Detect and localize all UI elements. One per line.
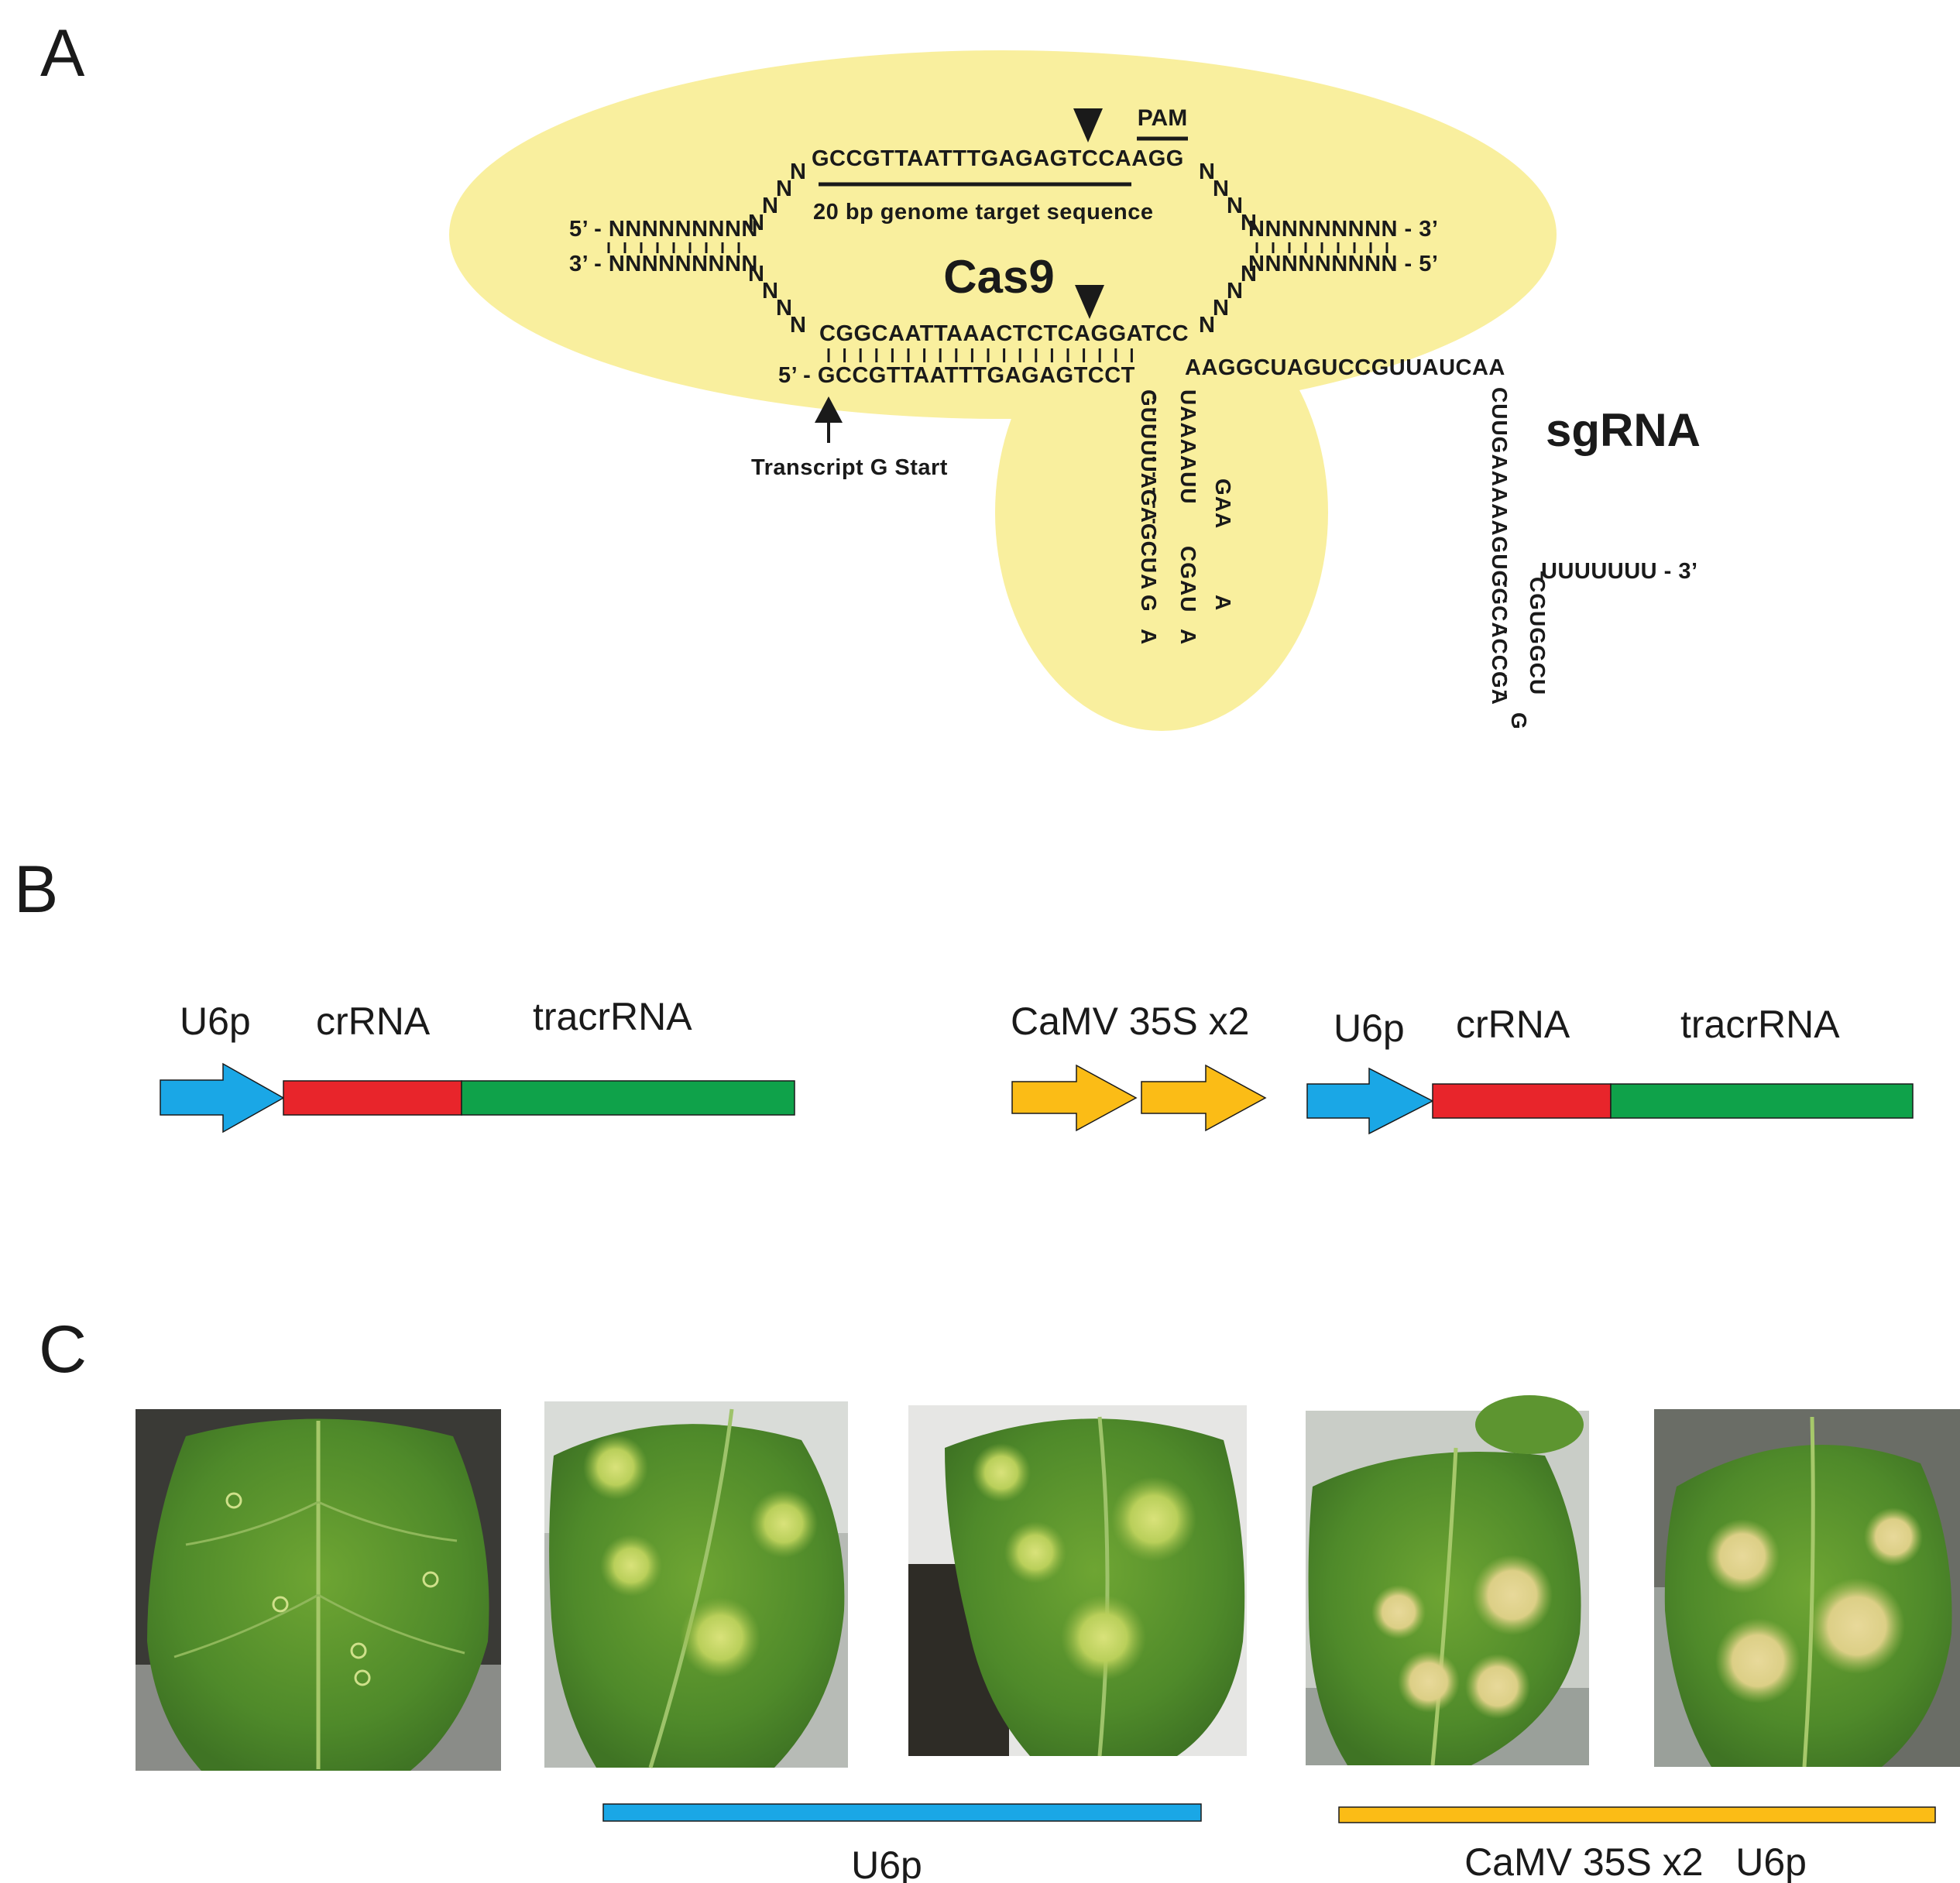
cas9-lobe: [995, 294, 1328, 731]
camv-promoter-arrow-2: [1141, 1064, 1267, 1132]
camv-u6p-group-label: CaMV 35S x2 U6p: [1464, 1840, 1807, 1883]
svg-text:N: N: [762, 194, 778, 218]
u6p-promoter-arrow-right: [1306, 1067, 1434, 1135]
panel-c: C: [39, 1312, 1960, 1883]
svg-text:N: N: [1199, 159, 1215, 184]
panel-b: B U6p crRNA tracrRNA CaMV 35S x2 U6p crR…: [14, 852, 1914, 1135]
tracrrna-segment-right: [1610, 1083, 1914, 1119]
leaf-photo-4: [1306, 1395, 1589, 1766]
svg-text:N: N: [790, 159, 806, 184]
transcript-start-label: Transcript G Start: [751, 455, 948, 480]
camv-label: CaMV 35S x2: [1011, 1000, 1249, 1043]
crrna-segment-left: [283, 1080, 462, 1116]
panel-b-label: B: [14, 852, 58, 927]
right-flank-pairing: [1255, 242, 1388, 253]
anti-repeat-right-b: CGAU: [1176, 546, 1200, 612]
poly-u-tail: UUUUUUU - 3’: [1541, 559, 1698, 584]
svg-text:N: N: [762, 279, 778, 304]
svg-text:N: N: [1241, 211, 1257, 235]
transcript-start-arrow: [815, 396, 843, 443]
right-flank-bottom: NNNNNNNNN - 5’: [1248, 252, 1438, 276]
u6p-group-label: U6p: [851, 1844, 922, 1883]
terminal-hairpin-g: G: [1507, 712, 1531, 730]
right-flank-top: NNNNNNNNN - 3’: [1248, 217, 1438, 242]
construct-u6p: U6p crRNA tracrRNA: [160, 995, 795, 1134]
u6p-promoter-arrow-left: [160, 1062, 285, 1134]
svg-text:N: N: [748, 262, 764, 286]
leaf-photo-5: [1654, 1409, 1960, 1768]
loop-a3: A: [1176, 629, 1200, 645]
anti-repeat-left: GUUUUAGAGCUA: [1137, 389, 1161, 590]
cut-site-arrow-top: [1073, 108, 1103, 142]
n-linker-right-bottom: N N N N: [1199, 262, 1257, 338]
tracrrna-label-left: tracrRNA: [533, 995, 692, 1038]
leaf-photo-1: [136, 1409, 501, 1771]
construct-camv-u6p: CaMV 35S x2 U6p crRNA tracrRNA: [1011, 1000, 1914, 1135]
crrna-label-left: crRNA: [316, 1000, 431, 1043]
left-flank-bottom: 3’ - NNNNNNNNN: [569, 252, 758, 276]
linker-sequence: CUUGAAAAAGUGGCACCGA: [1488, 387, 1512, 705]
guide-pairing: [827, 348, 1133, 362]
camv-u6p-group-bar: [1338, 1806, 1936, 1823]
tracrrna-label-right: tracrRNA: [1680, 1003, 1840, 1046]
loop-g: G: [1137, 595, 1161, 612]
cas9-body: [449, 50, 1557, 419]
anti-repeat-right-a: UAAAAUU: [1176, 389, 1200, 505]
left-flank-pairing: [607, 242, 740, 253]
svg-text:N: N: [1213, 296, 1229, 321]
n-linker-right-top: N N N N: [1199, 159, 1257, 235]
svg-text:N: N: [776, 177, 792, 201]
svg-text:N: N: [748, 211, 764, 235]
top-strand-sequence: GCCGTTAATTTGAGAGTCCAAGG: [812, 146, 1184, 171]
u6p-label-left: U6p: [180, 1000, 251, 1043]
repeat-stem-sequence: AAGGCUAGUCCGUUAUCAA: [1185, 355, 1505, 380]
crrna-label-right: crRNA: [1456, 1003, 1570, 1046]
panel-a: A GCCGTTAATTTGAGAGTCCAAGG PAM 20 bp geno…: [40, 16, 1701, 731]
svg-text:N: N: [776, 296, 792, 321]
n-linker-left-top: N N N N: [748, 159, 806, 235]
guide-strand-sequence: 5’ - GCCGTTAATTTGAGAGTCCT: [778, 363, 1135, 388]
terminal-hairpin-left: CGUGGCU: [1526, 577, 1550, 695]
loop-a2: A: [1211, 595, 1235, 611]
cas9-protein-shape: [449, 50, 1557, 731]
n-linker-left-bottom: N N N N: [748, 262, 806, 338]
loop-gaa: GAA: [1211, 478, 1235, 529]
pam-label: PAM: [1138, 105, 1187, 131]
svg-text:N: N: [1227, 194, 1243, 218]
target-sequence-label: 20 bp genome target sequence: [813, 200, 1153, 225]
u6p-group-bar: [602, 1803, 1202, 1822]
svg-text:N: N: [1241, 262, 1257, 286]
cut-site-arrow-bottom: [1075, 285, 1104, 319]
svg-text:N: N: [790, 313, 806, 338]
svg-text:N: N: [1213, 177, 1229, 201]
loop-a1: A: [1137, 629, 1161, 645]
leaf-photo-3: [908, 1405, 1247, 1757]
svg-text:N: N: [1227, 279, 1243, 304]
u6p-label-right: U6p: [1334, 1007, 1405, 1050]
camv-promoter-arrow-1: [1011, 1064, 1138, 1132]
panel-c-label: C: [39, 1312, 87, 1387]
sgrna-label: sgRNA: [1546, 404, 1701, 456]
leaf-photo-2: [544, 1401, 848, 1768]
tracrrna-segment-left: [461, 1080, 795, 1116]
left-flank-top: 5’ - NNNNNNNNN: [569, 217, 758, 242]
crrna-segment-right: [1432, 1083, 1612, 1119]
cas9-label: Cas9: [943, 251, 1054, 303]
bottom-strand-sequence: CGGCAATTAAACTCTCAGGATCC: [819, 321, 1189, 346]
panel-a-label: A: [40, 16, 85, 91]
svg-text:N: N: [1199, 313, 1215, 338]
